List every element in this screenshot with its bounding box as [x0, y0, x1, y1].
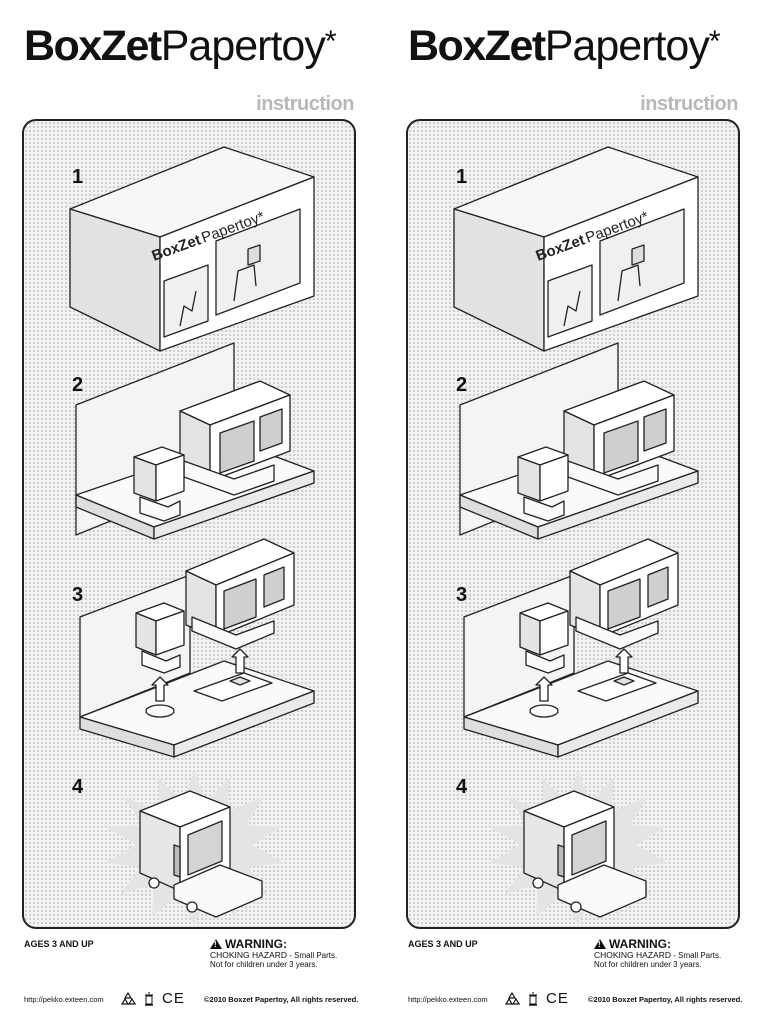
warning-heading: WARNING:: [210, 937, 380, 951]
ce-mark-icon: CE: [162, 990, 185, 1007]
assembly-illustration: [463, 538, 699, 758]
brand-mark: *: [324, 25, 337, 58]
recycle-icon: [120, 991, 136, 1005]
brand-bold: BoxZet: [408, 22, 546, 70]
brand-bold: BoxZet: [24, 22, 162, 70]
step-3: 3: [72, 538, 315, 758]
step-1: 1 BoxZetPapertoy*: [69, 146, 315, 352]
instruction-label: instruction: [256, 93, 354, 115]
copyright: ©2010 Boxzet Papertoy, All rights reserv…: [204, 995, 359, 1004]
brand-light: Papertoy: [160, 22, 326, 70]
instruction-illustrations: 1 BoxZetPapertoy* 2: [453, 146, 699, 925]
warning-note: Not for children under 3 years.: [594, 960, 702, 969]
copyright: ©2010 Boxzet Papertoy, All rights reserv…: [588, 995, 743, 1004]
finished-toy-illustration: [139, 790, 263, 918]
step-number-2: 2: [456, 374, 467, 396]
warning-heading: WARNING:: [594, 937, 764, 951]
warning-triangle-icon: [210, 939, 222, 949]
step-4: 4: [72, 771, 284, 925]
website-url: http://pekko.exteen.com: [24, 995, 104, 1004]
open-box-illustration: [459, 342, 699, 540]
warning-triangle-icon: [594, 939, 606, 949]
instruction-panel: 1 BoxZetPapertoy* 2: [406, 119, 740, 929]
compliance-icons: CE: [504, 990, 569, 1007]
warning-small: - Small Parts.: [673, 951, 722, 960]
finished-toy-illustration: [523, 790, 647, 918]
warning-hazard: CHOKING HAZARD: [210, 950, 287, 960]
step-2: 2: [456, 342, 699, 540]
warning-block: WARNING: CHOKING HAZARD - Small Parts. N…: [594, 937, 764, 969]
warning-note: Not for children under 3 years.: [210, 960, 318, 969]
step-number-1: 1: [456, 166, 467, 188]
step-number-3: 3: [456, 584, 467, 606]
bin-icon: [145, 992, 153, 1006]
step-3: 3: [456, 538, 699, 758]
warning-hazard-line: CHOKING HAZARD - Small Parts.: [594, 950, 764, 961]
brand-title: BoxZetPapertoy*: [408, 22, 721, 70]
brand-title: BoxZetPapertoy*: [24, 22, 337, 70]
step-number-4: 4: [456, 776, 468, 798]
sheet-footer: AGES 3 AND UP WARNING: CHOKING HAZARD - …: [384, 935, 768, 1025]
package-box-illustration: [453, 146, 699, 352]
instruction-label: instruction: [640, 93, 738, 115]
age-label: AGES 3 AND UP: [24, 939, 94, 949]
website-url: http://pekko.exteen.com: [408, 995, 488, 1004]
age-label: AGES 3 AND UP: [408, 939, 478, 949]
instruction-illustrations: 1 BoxZetPapertoy* 2: [69, 146, 315, 925]
warning-small: - Small Parts.: [289, 951, 338, 960]
bin-icon: [529, 992, 537, 1006]
compliance-icons: CE: [120, 990, 185, 1007]
warning-title: WARNING:: [225, 937, 287, 951]
instruction-sheet-left: BoxZetPapertoy* instruction 1: [0, 0, 384, 1024]
brand-light: Papertoy: [544, 22, 710, 70]
ce-mark-icon: CE: [546, 990, 569, 1007]
package-box-illustration: [69, 146, 315, 352]
recycle-icon: [504, 991, 520, 1005]
open-box-illustration: [75, 342, 315, 540]
step-number-1: 1: [72, 166, 83, 188]
warning-title: WARNING:: [609, 937, 671, 951]
step-1: 1 BoxZetPapertoy*: [453, 146, 699, 352]
warning-hazard-line: CHOKING HAZARD - Small Parts.: [210, 950, 380, 961]
assembly-illustration: [79, 538, 315, 758]
step-number-3: 3: [72, 584, 83, 606]
step-number-2: 2: [72, 374, 83, 396]
step-2: 2: [72, 342, 315, 540]
instruction-sheet-right: BoxZetPapertoy* instruction 1: [384, 0, 768, 1024]
step-4: 4: [456, 771, 668, 925]
warning-block: WARNING: CHOKING HAZARD - Small Parts. N…: [210, 937, 380, 969]
brand-mark: *: [708, 25, 721, 58]
warning-hazard: CHOKING HAZARD: [594, 950, 671, 960]
step-number-4: 4: [72, 776, 84, 798]
instruction-panel: 1 BoxZetPapertoy* 2: [22, 119, 356, 929]
sheet-footer: AGES 3 AND UP WARNING: CHOKING HAZARD - …: [0, 935, 384, 1025]
